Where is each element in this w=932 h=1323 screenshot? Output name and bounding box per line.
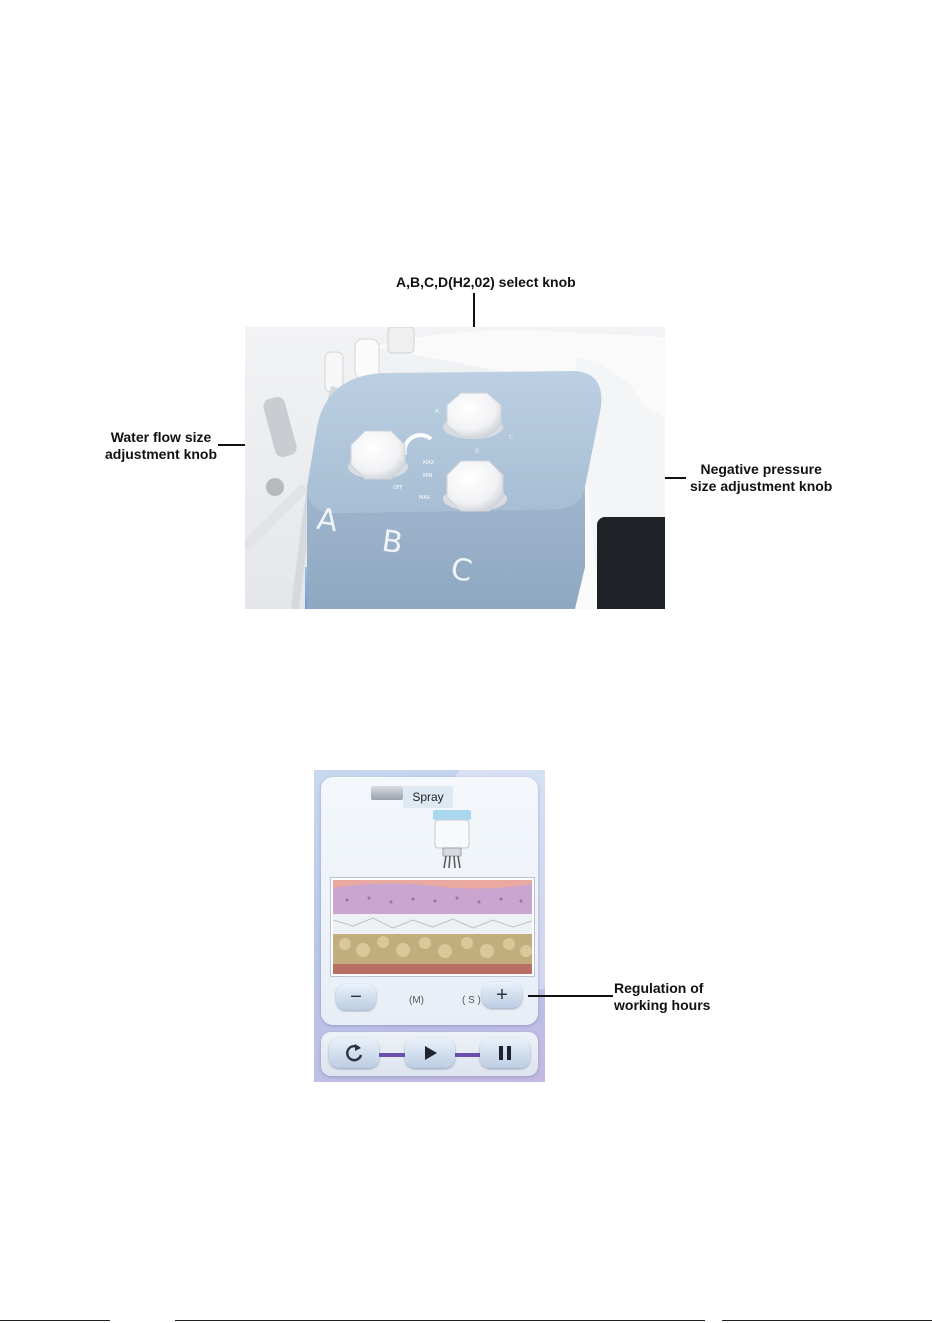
svg-text:MAX: MAX — [419, 495, 431, 501]
svg-text:C: C — [509, 434, 513, 441]
negative-pressure-label-line2: size adjustment knob — [690, 478, 832, 495]
spray-tab[interactable]: Spray — [403, 786, 453, 808]
pause-icon — [496, 1044, 514, 1062]
pause-button[interactable] — [480, 1038, 530, 1068]
minus-button[interactable]: − — [336, 984, 376, 1010]
seconds-unit: ( S ) — [462, 995, 481, 1006]
machine-knobs-photo: MAX MIN OFF MAX A C B A B C — [245, 327, 665, 609]
tab-indicator — [371, 786, 403, 800]
working-hours-label: Regulation of working hours — [614, 980, 710, 1014]
minutes-unit: (M) — [409, 995, 424, 1006]
water-flow-label-line1: Water flow size — [105, 429, 217, 446]
panel-letter-a: A — [315, 502, 340, 540]
play-button[interactable] — [405, 1038, 455, 1068]
plus-button[interactable]: + — [482, 982, 522, 1008]
footer-rule — [0, 1320, 110, 1321]
svg-text:MIN: MIN — [423, 473, 433, 479]
spray-handpiece-icon — [429, 810, 475, 872]
negative-pressure-label: Negative pressure size adjustment knob — [690, 461, 832, 495]
negative-pressure-label-line1: Negative pressure — [690, 461, 832, 478]
water-flow-label: Water flow size adjustment knob — [105, 429, 217, 463]
restart-button[interactable] — [329, 1038, 379, 1068]
footer-rule — [722, 1320, 932, 1321]
working-hours-label-line1: Regulation of — [614, 980, 710, 997]
restart-icon — [343, 1042, 365, 1064]
skin-cross-section-image — [331, 878, 534, 976]
svg-text:B: B — [475, 448, 479, 455]
footer-rule — [175, 1320, 705, 1321]
svg-text:OFF: OFF — [393, 485, 403, 491]
select-knob-label: A,B,C,D(H2,02) select knob — [396, 274, 576, 291]
play-icon — [421, 1044, 439, 1062]
working-hours-label-line2: working hours — [614, 997, 710, 1014]
working-hours-leader — [528, 995, 613, 997]
svg-text:MAX: MAX — [423, 460, 435, 466]
water-flow-label-line2: adjustment knob — [105, 446, 217, 463]
spray-control-panel: Spray — [314, 770, 545, 1082]
